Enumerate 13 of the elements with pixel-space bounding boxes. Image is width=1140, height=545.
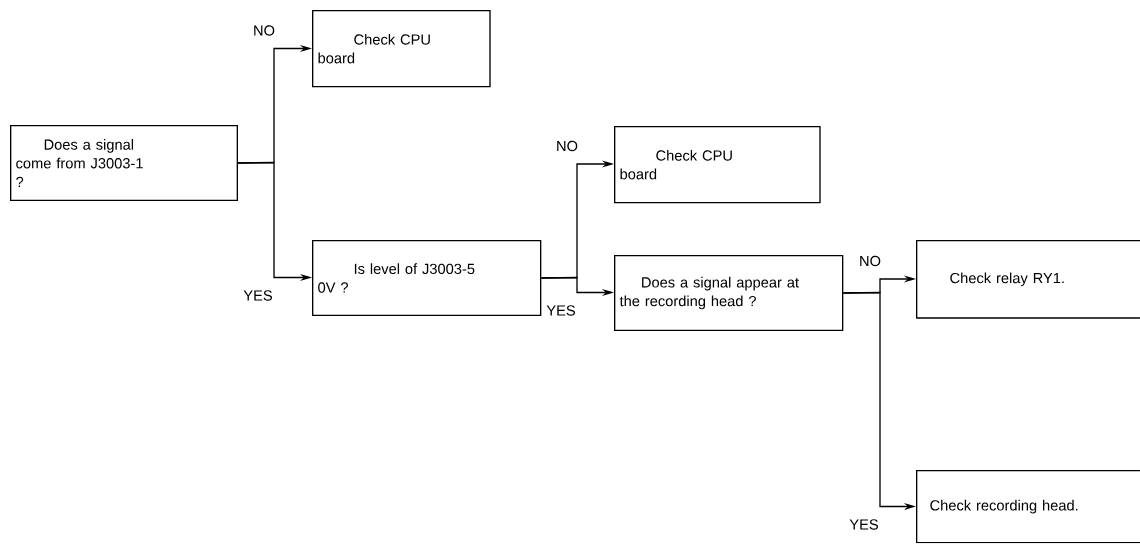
process-box: Check CPU board <box>312 10 491 88</box>
edge-label: NO <box>860 255 881 267</box>
process-box: Does a signal appear at the recording head ? <box>614 255 844 331</box>
edge-label: YES <box>849 519 878 530</box>
process-box: Is level of J3003-5 0V ? <box>312 240 542 316</box>
process-box: Does a signal come from J3003-1 ? <box>10 125 238 201</box>
edge-label: YES <box>546 305 575 316</box>
edge-label: NO <box>557 140 578 152</box>
process-box: Check relay RY1. <box>916 240 1140 319</box>
edge-label: YES <box>243 290 272 301</box>
process-box: Check recording head. <box>916 470 1140 544</box>
process-box: Check CPU board <box>614 126 821 204</box>
edge-label: NO <box>254 25 275 36</box>
